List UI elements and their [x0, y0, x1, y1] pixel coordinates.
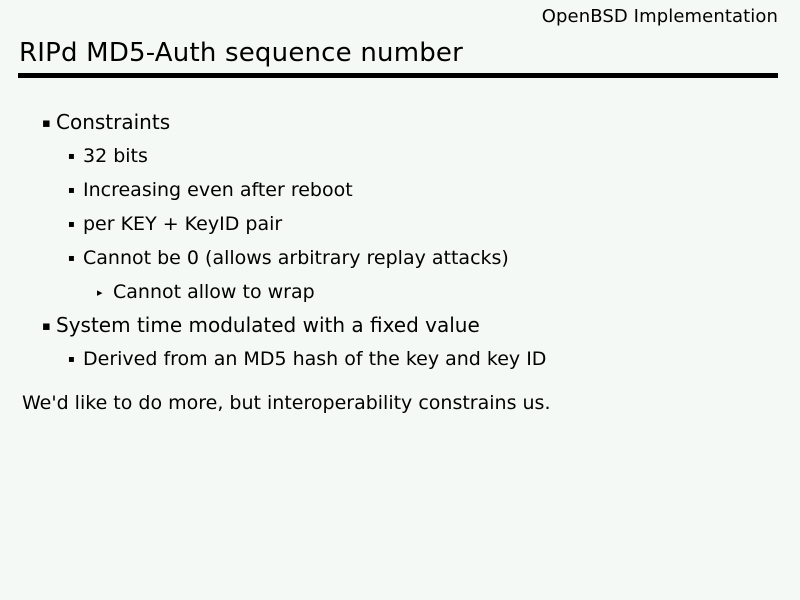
- list-item: ▪ Derived from an MD5 hash of the key an…: [0, 344, 800, 378]
- bullet-list: ▪ Constraints ▪ 32 bits ▪ Increasing eve…: [0, 107, 800, 378]
- list-item: ▪ 32 bits: [0, 141, 800, 175]
- list-item: ▪ per KEY + KeyID pair: [0, 209, 800, 243]
- list-item: ▪ System time modulated with a fixed val…: [0, 310, 800, 344]
- bullet-square-icon: ▪: [42, 116, 51, 131]
- bullet-square-icon: ▪: [68, 253, 75, 264]
- bullet-square-icon: ▪: [68, 354, 75, 365]
- slide-header-label: OpenBSD Implementation: [541, 6, 778, 27]
- list-item-label: 32 bits: [83, 145, 148, 167]
- list-item: ▸ Cannot allow to wrap: [0, 277, 800, 310]
- list-item-label: Derived from an MD5 hash of the key and …: [83, 348, 547, 370]
- list-item-label: per KEY + KeyID pair: [83, 213, 283, 235]
- page-title: RIPd MD5-Auth sequence number: [19, 38, 464, 68]
- bullet-square-icon: ▪: [68, 185, 75, 196]
- bullet-square-icon: ▪: [68, 151, 75, 162]
- list-item: ▪ Increasing even after reboot: [0, 175, 800, 209]
- list-item: ▪ Constraints: [0, 107, 800, 141]
- closing-note: We'd like to do more, but interoperabili…: [22, 392, 551, 414]
- list-item-label: Constraints: [56, 110, 171, 134]
- bullet-square-icon: ▪: [42, 319, 51, 334]
- bullet-square-icon: ▪: [68, 219, 75, 230]
- list-item-label: Cannot allow to wrap: [113, 281, 315, 303]
- list-item-label: System time modulated with a fixed value: [56, 313, 480, 337]
- bullet-triangle-icon: ▸: [97, 286, 103, 299]
- list-item-label: Increasing even after reboot: [83, 179, 353, 201]
- list-item: ▪ Cannot be 0 (allows arbitrary replay a…: [0, 243, 800, 277]
- title-divider: [18, 73, 778, 78]
- list-item-label: Cannot be 0 (allows arbitrary replay att…: [83, 247, 509, 269]
